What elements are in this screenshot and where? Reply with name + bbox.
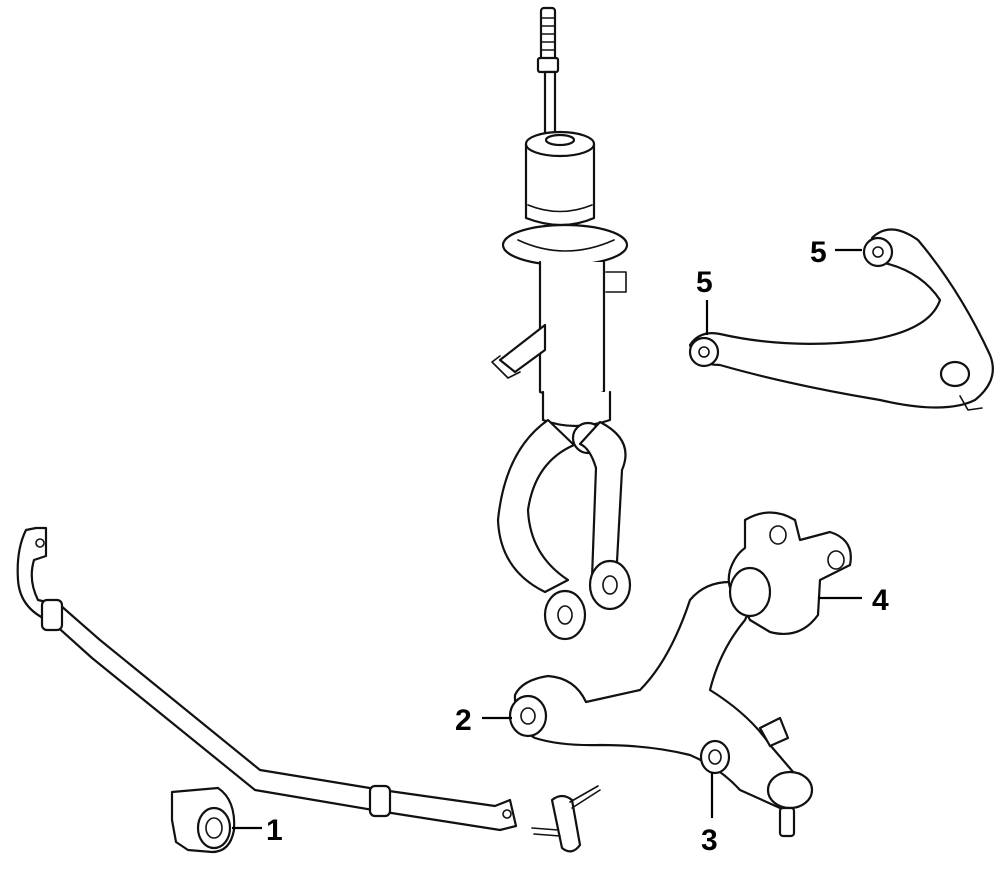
callout-4: 4 [872, 584, 889, 617]
callout-1: 1 [266, 814, 283, 847]
compliance-bushing [727, 511, 852, 636]
strut-assembly [491, 6, 632, 641]
stabilizer-bar [16, 526, 518, 832]
callout-5-front: 5 [696, 266, 713, 299]
callout-3: 3 [701, 824, 718, 857]
callout-5-rear: 5 [810, 236, 827, 269]
stabilizer-link [531, 785, 601, 853]
lower-control-arm [508, 580, 814, 838]
stabilizer-bushing [170, 786, 236, 854]
upper-control-arm [688, 228, 994, 411]
callout-2: 2 [455, 704, 472, 737]
